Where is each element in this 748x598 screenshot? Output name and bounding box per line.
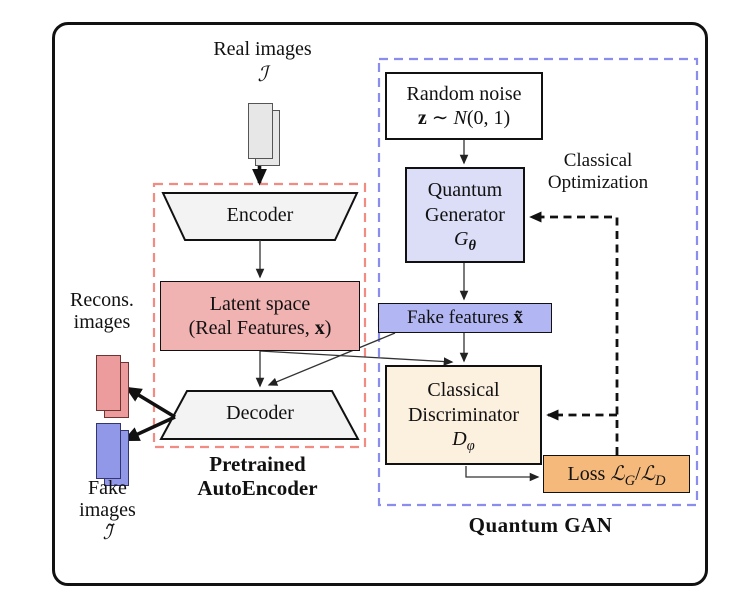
- classical-optimization-label: Classical Optimization: [547, 150, 649, 194]
- quantum-gan-caption: Quantum GAN: [468, 513, 613, 537]
- arrow-latent-to-discriminator: [259, 350, 454, 366]
- arrow-fake-features-to-decoder: [267, 332, 396, 386]
- recons-images-label: Recons. images: [70, 289, 134, 334]
- pretrained-autoencoder-caption: Pretrained AutoEncoder: [197, 452, 318, 500]
- encoder-label: Encoder: [226, 204, 294, 226]
- latent-line1: Latent space: [209, 292, 311, 315]
- encoder-shape: [161, 192, 359, 241]
- dashed-arrow-loss-to-generator: [529, 211, 619, 455]
- loss-box: Loss ℒG/ℒD: [543, 455, 690, 493]
- arrow-discriminator-to-loss: [465, 466, 540, 482]
- arrow-decoder-to-recons-images: [124, 386, 176, 419]
- recons-images-stack-icon: [96, 355, 121, 411]
- latent-line2: (Real Features, x): [188, 317, 332, 339]
- real-images-text: Real images: [213, 38, 312, 60]
- outer-frame: [52, 22, 708, 586]
- fake-features-box: Fake features x̃: [378, 303, 552, 333]
- fake-images-label: Fake images ℐ̃: [55, 477, 160, 544]
- random-noise-box: Random noise z ∼ N(0, 1): [385, 72, 543, 140]
- quantum-generator-box: Quantum Generator Gθ: [405, 167, 525, 263]
- latent-space-box: Latent space (Real Features, x): [160, 281, 360, 351]
- quantum-gan-dashed-box: [377, 57, 699, 507]
- noise-line1: Random noise: [406, 82, 522, 105]
- fake-images-stack-icon: [96, 423, 121, 479]
- real-images-symbol: ℐ: [257, 61, 268, 86]
- decoder-label: Decoder: [226, 402, 294, 424]
- classical-discriminator-box: Classical Discriminator Dφ: [385, 365, 542, 465]
- discriminator-symbol: Dφ: [452, 428, 475, 455]
- arrow-decoder-to-fake-images: [122, 415, 176, 442]
- noise-line2: z ∼ N(0, 1): [417, 107, 511, 129]
- real-images-stack-icon: [248, 103, 273, 159]
- decoder-shape: [159, 390, 360, 440]
- fake-images-symbol: ℐ̃: [102, 521, 113, 544]
- real-images-label: Real images ℐ: [185, 38, 340, 86]
- generator-symbol: Gθ: [454, 228, 476, 255]
